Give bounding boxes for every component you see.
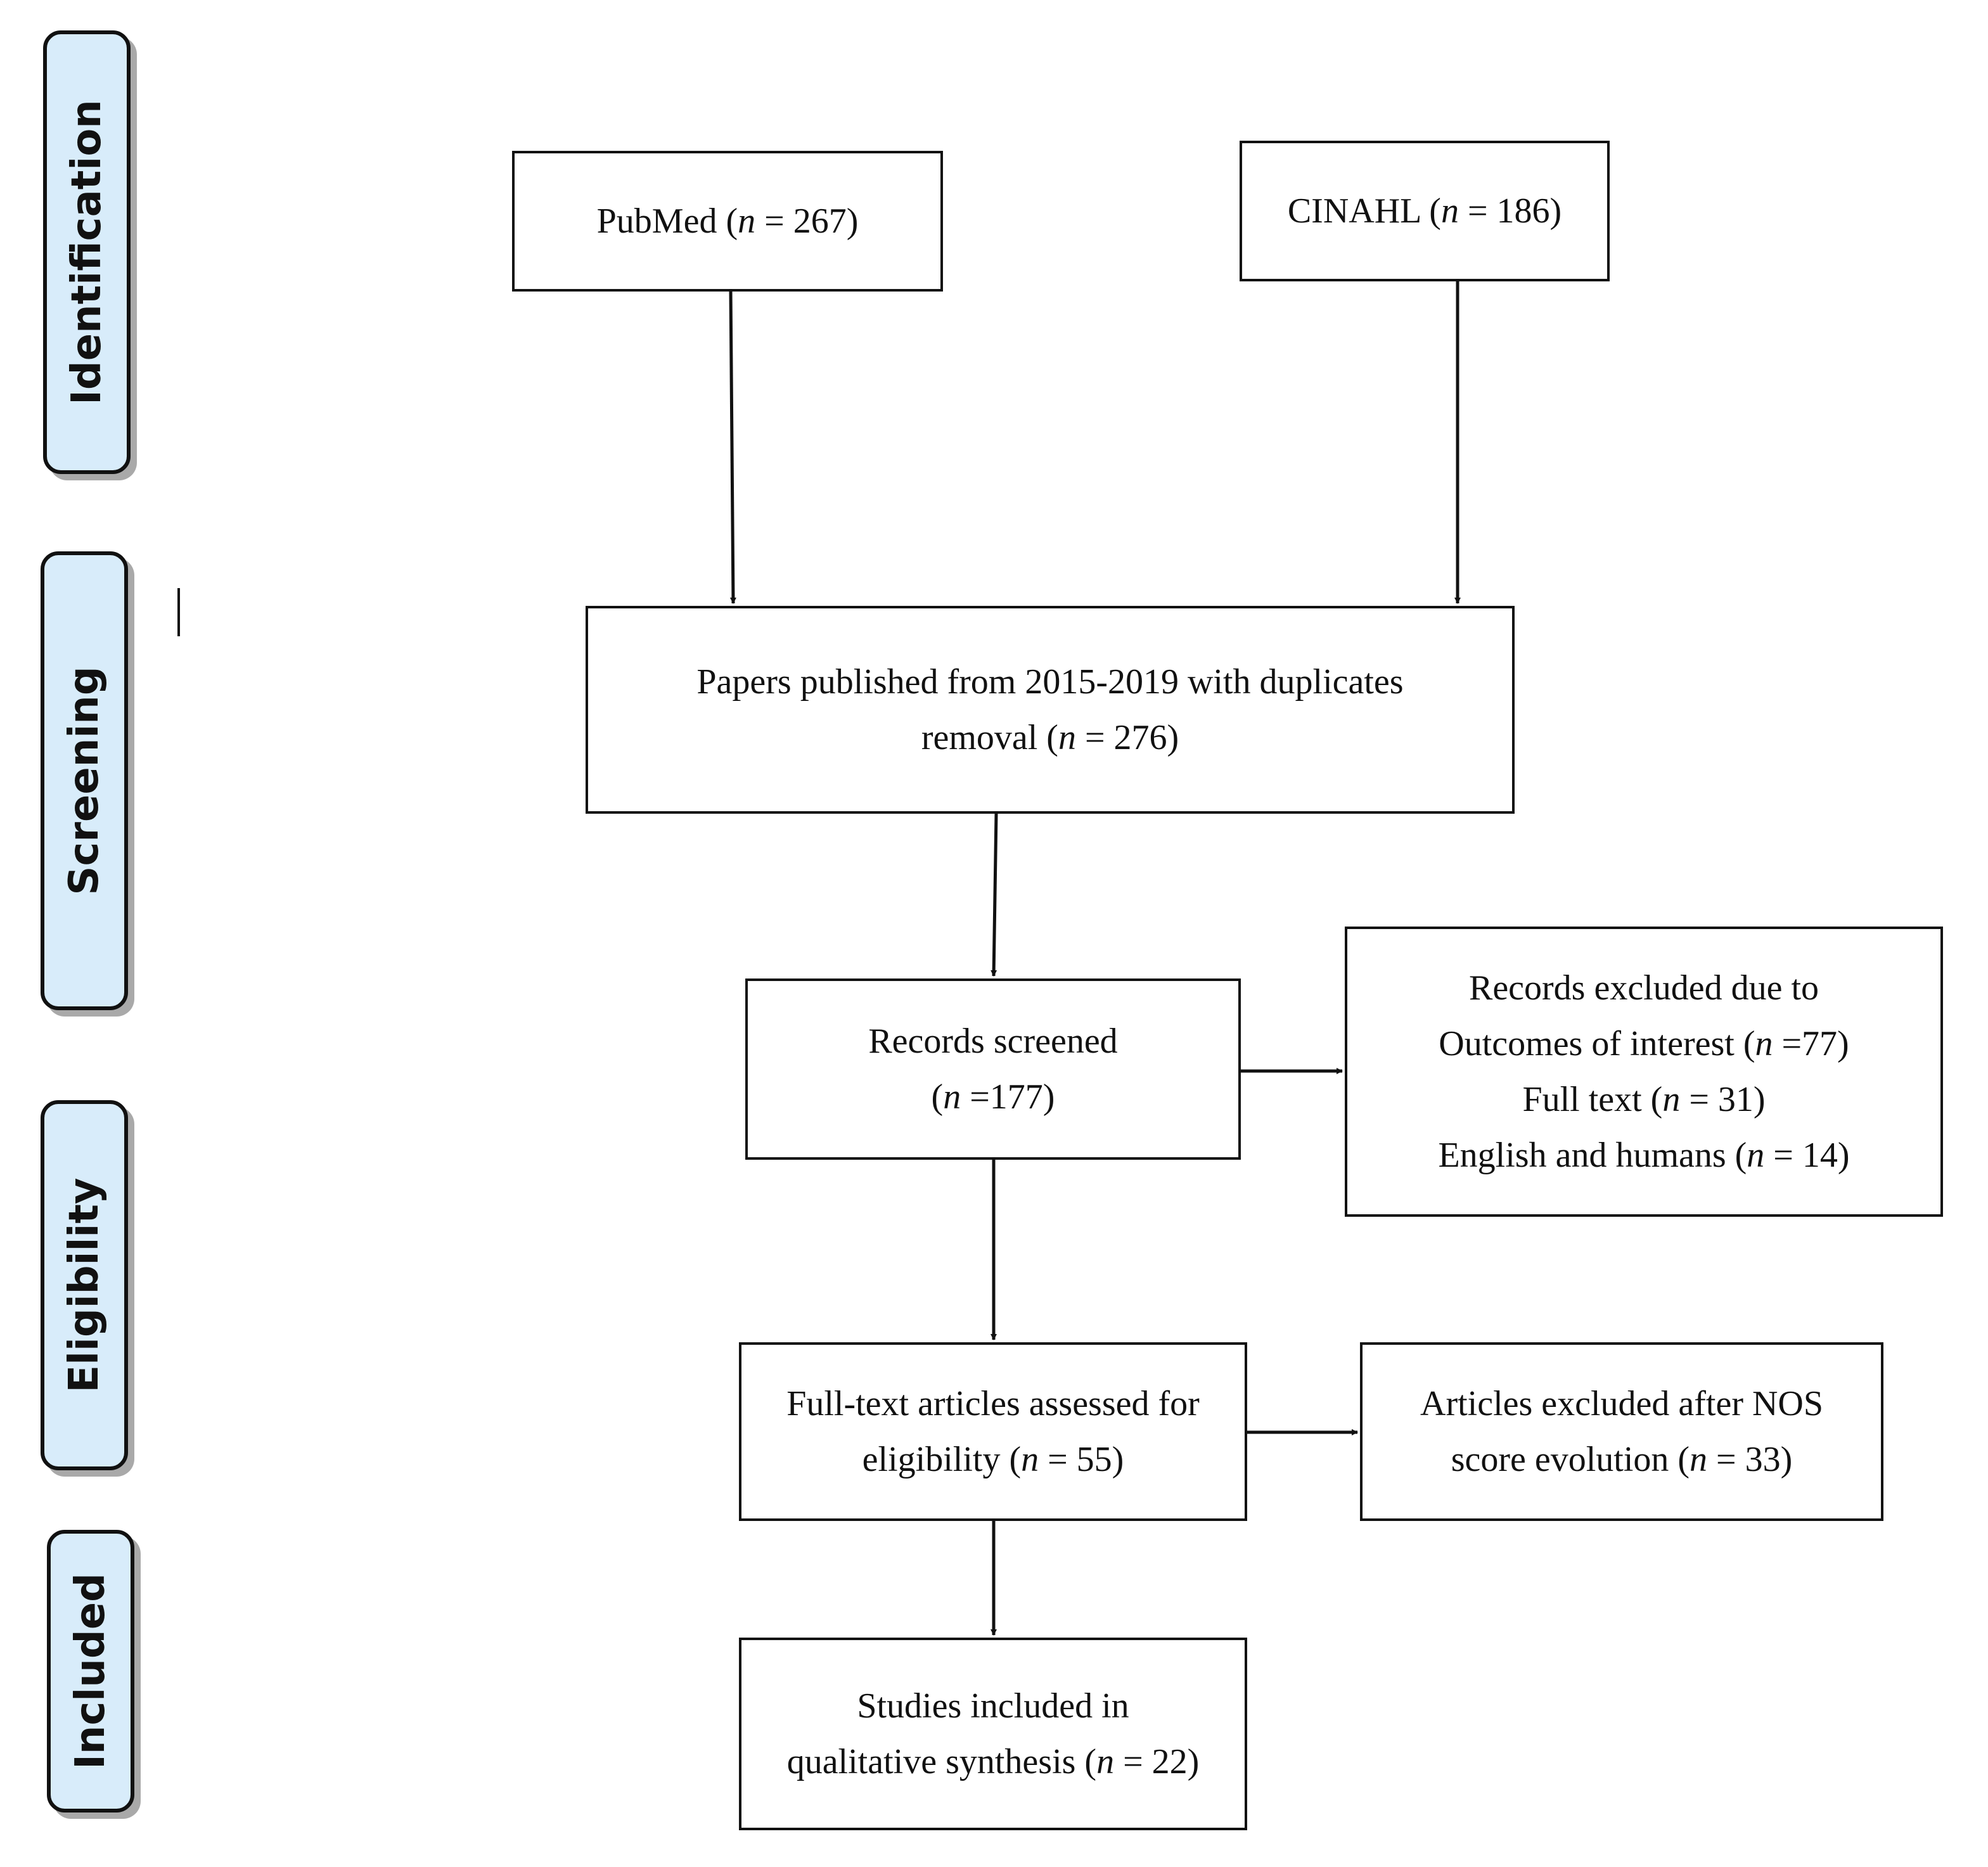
box-studies-included: Studies included in qualitative synthesi… xyxy=(739,1638,1247,1830)
stage-screening: Screening xyxy=(41,551,128,1010)
box-papers-line-1: Papers published from 2015-2019 with dup… xyxy=(696,662,1404,702)
stage-included: Included xyxy=(47,1530,134,1812)
box-articles-excluded: Articles excluded after NOS score evolut… xyxy=(1360,1342,1883,1521)
box-fulltext-assessed-line-1: Full-text articles assessed for xyxy=(786,1384,1200,1423)
box-records-screened-line-2: (n =177) xyxy=(931,1077,1055,1117)
box-cinahl-line-1: CINAHL (n = 186) xyxy=(1287,191,1562,231)
box-fulltext-assessed: Full-text articles assessed for eligibil… xyxy=(739,1342,1247,1521)
stray-tick-mark xyxy=(177,588,180,636)
box-records-screened: Records screened (n =177) xyxy=(745,978,1241,1160)
box-cinahl: CINAHL (n = 186) xyxy=(1240,141,1610,281)
box-fulltext-assessed-line-2: eligibility (n = 55) xyxy=(862,1440,1124,1479)
stage-eligibility: Eligibility xyxy=(41,1100,128,1470)
box-articles-excluded-line-1: Articles excluded after NOS xyxy=(1420,1384,1823,1423)
box-papers-line-2: removal (n = 276) xyxy=(921,718,1179,757)
arrow-pubmed-to-papers xyxy=(729,290,736,604)
box-records-screened-line-1: Records screened xyxy=(868,1022,1118,1061)
box-records-excluded-line-1: Records excluded due to xyxy=(1468,968,1819,1008)
box-studies-included-line-1: Studies included in xyxy=(857,1686,1129,1726)
box-pubmed: PubMed (n = 267) xyxy=(512,151,943,292)
box-articles-excluded-line-2: score evolution (n = 33) xyxy=(1451,1440,1793,1479)
box-records-excluded: Records excluded due to Outcomes of inte… xyxy=(1345,927,1943,1217)
box-pubmed-line-1: PubMed (n = 267) xyxy=(596,202,859,241)
stage-identification: Identification xyxy=(43,30,131,474)
box-records-excluded-line-4: English and humans (n = 14) xyxy=(1438,1136,1850,1175)
box-papers: Papers published from 2015-2019 with dup… xyxy=(586,606,1515,814)
box-studies-included-line-2: qualitative synthesis (n = 22) xyxy=(786,1742,1200,1781)
arrow-papers-to-screened xyxy=(991,813,998,977)
box-records-excluded-line-2: Outcomes of interest (n =77) xyxy=(1439,1024,1849,1063)
box-records-excluded-line-3: Full text (n = 31) xyxy=(1522,1080,1766,1119)
